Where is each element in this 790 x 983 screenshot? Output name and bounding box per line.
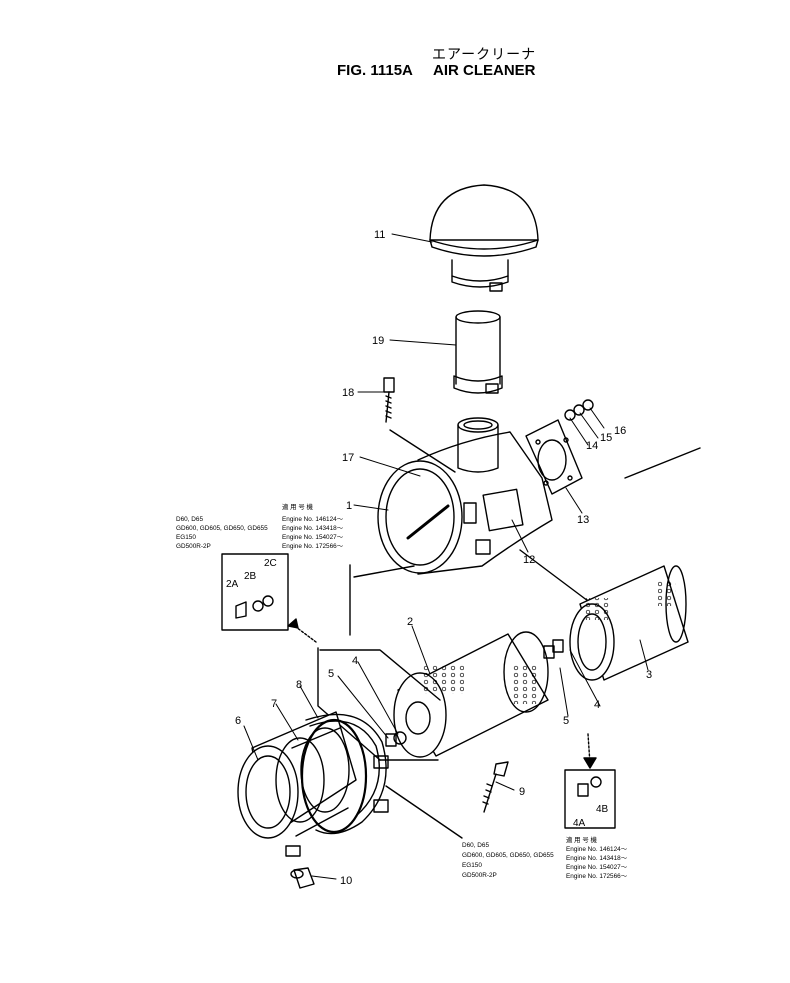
callout-17: 17 [342, 452, 354, 464]
gasket-ring [300, 718, 368, 834]
callout-12: 12 [523, 554, 535, 566]
callout-8: 8 [296, 679, 302, 691]
air-cleaner-body [377, 417, 553, 575]
callout-15: 15 [600, 432, 612, 444]
callout-4A: 4A [573, 818, 586, 829]
nut-washer-set [564, 399, 594, 421]
note-left-header: 適 用 号 機 [282, 502, 313, 511]
note-bottom-model-3: GD500R-2P [462, 872, 497, 879]
callout-3: 3 [646, 669, 652, 681]
note-right-engine-1: Engine No. 143418～ [566, 855, 628, 862]
callout-9: 9 [519, 786, 525, 798]
inset-hardware-2 [235, 595, 274, 619]
note-right-engine-2: Engine No. 154027～ [566, 864, 628, 871]
note-right-engine-3: Engine No. 172566～ [566, 873, 628, 880]
callout-11: 11 [374, 229, 385, 241]
callout-1: 1 [346, 500, 352, 512]
note-left-engine-1: Engine No. 143418～ [282, 525, 344, 532]
note-right-engine-0: Engine No. 146124～ [566, 846, 628, 853]
applicability-note-right: 適 用 号 機 Engine No. 146124～ Engine No. 14… [566, 835, 628, 880]
safety-element [569, 565, 689, 681]
note-bottom-model-1: GD600, GD605, GD650, GD655 [462, 852, 554, 859]
callout-14: 14 [586, 440, 598, 452]
callout-4-left: 4 [352, 655, 358, 667]
intake-pipe [453, 310, 503, 394]
applicability-note-left: 適 用 号 機 D60, D65 GD600, GD605, GD650, GD… [176, 502, 344, 550]
inset-box-4 [564, 769, 616, 829]
callout-4-right: 4 [594, 699, 600, 711]
callout-2: 2 [407, 616, 413, 628]
applicability-note-bottom: D60, D65 GD600, GD605, GD650, GD655 EG15… [462, 842, 554, 879]
figure-title-jp: エアークリーナ [432, 46, 537, 62]
bolt [383, 377, 395, 423]
note-bottom-model-2: EG150 [462, 862, 482, 869]
callout-18: 18 [342, 387, 354, 399]
note-left-model-2: EG150 [176, 534, 196, 541]
figure-title: AIR CLEANER [433, 62, 536, 79]
callout-16: 16 [614, 425, 626, 437]
primary-element [393, 631, 564, 758]
gasket [525, 419, 583, 495]
inset-hardware-4 [577, 776, 602, 797]
note-left-model-1: GD600, GD605, GD650, GD655 [176, 525, 268, 532]
callout-7: 7 [271, 698, 277, 710]
note-left-model-3: GD500R-2P [176, 543, 211, 550]
note-left-engine-2: Engine No. 154027～ [282, 534, 344, 541]
callout-5-right: 5 [563, 715, 569, 727]
figure-number: FIG. 1115A [337, 62, 413, 79]
callout-2C: 2C [264, 558, 277, 569]
wing-pin [385, 761, 509, 839]
washer-nut-left [317, 647, 441, 761]
callout-6: 6 [235, 715, 241, 727]
callout-13: 13 [577, 514, 589, 526]
clamp-band [305, 713, 389, 835]
callout-2A: 2A [226, 579, 239, 590]
callout-10: 10 [340, 875, 352, 887]
callout-4B: 4B [596, 804, 609, 815]
note-left-engine-0: Engine No. 146124～ [282, 516, 344, 523]
dust-cup [237, 711, 357, 857]
rain-cap [429, 184, 539, 292]
inset-box-2 [221, 553, 289, 631]
note-left-model-0: D60, D65 [176, 516, 203, 523]
callout-19: 19 [372, 335, 384, 347]
note-right-header: 適 用 号 機 [566, 835, 597, 844]
note-left-engine-3: Engine No. 172566～ [282, 543, 344, 550]
note-bottom-model-0: D60, D65 [462, 842, 489, 849]
evacuator-valve [290, 867, 315, 889]
callout-5-left: 5 [328, 668, 334, 680]
callout-2B: 2B [244, 571, 257, 582]
